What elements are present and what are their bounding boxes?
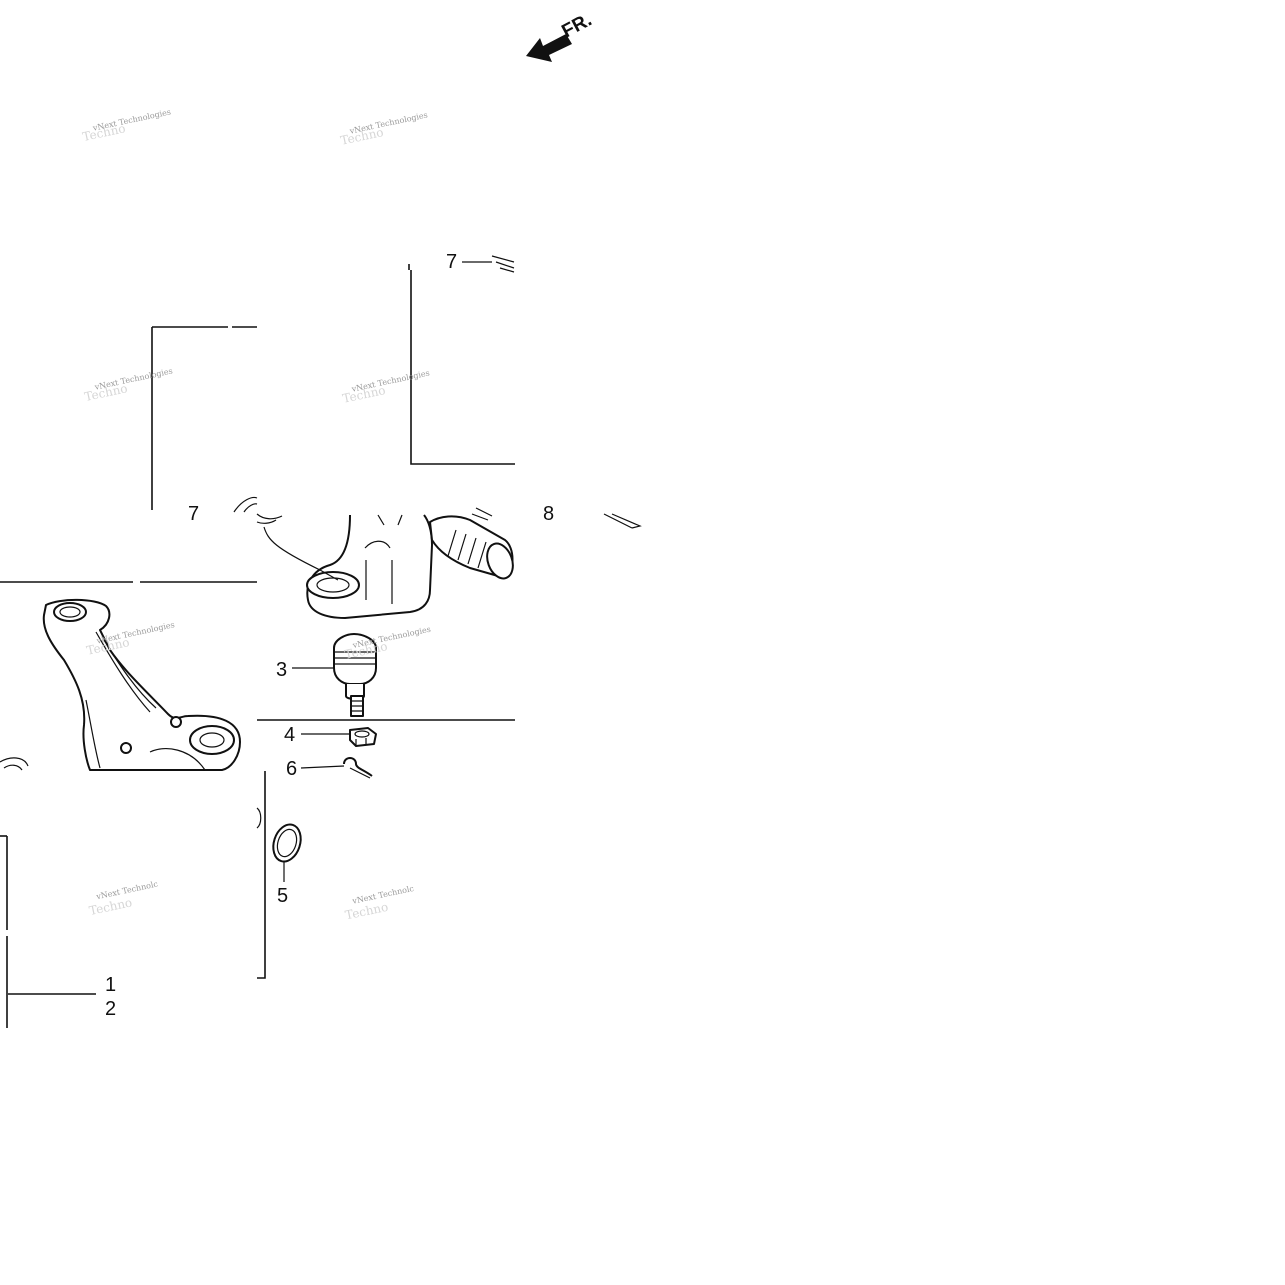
watermarks: Techno vNext Technologies Techno vNext T…: [81, 107, 431, 923]
front-direction-indicator: FR.: [526, 10, 595, 62]
callout-4: 4: [284, 724, 295, 746]
front-arrow-icon: [526, 34, 572, 62]
callout-8: 8: [543, 503, 554, 525]
watermark-2: vNext Technologies: [348, 110, 429, 136]
watermark-4: vNext Technologies: [350, 368, 431, 394]
callout-2: 2: [105, 998, 116, 1020]
svg-text:Techno: Techno: [88, 895, 134, 918]
cotter-pin: [343, 757, 373, 779]
seal-ring: [272, 823, 302, 863]
castle-nut: [349, 727, 377, 747]
ball-joint: [333, 633, 377, 717]
callout-3: 3: [276, 659, 287, 681]
steering-knuckle-hub: [306, 507, 514, 619]
assembly-outline: [0, 264, 515, 1028]
callout-1: 1: [105, 974, 116, 996]
callout-labels: 7 7 8 3 4 6 5 1 2: [105, 251, 554, 1020]
callout-7-left: 7: [188, 503, 199, 525]
callout-5: 5: [277, 885, 288, 907]
watermark-1: vNext Technologies: [91, 107, 172, 133]
callout-7-upper: 7: [446, 251, 457, 273]
steering-knuckle-arm: [0, 598, 241, 771]
watermark-3: vNext Technologies: [93, 366, 174, 392]
partial-fragments: [233, 255, 642, 829]
leader-lines: [263, 261, 492, 882]
svg-text:Techno: Techno: [344, 900, 390, 923]
callout-6: 6: [286, 758, 297, 780]
